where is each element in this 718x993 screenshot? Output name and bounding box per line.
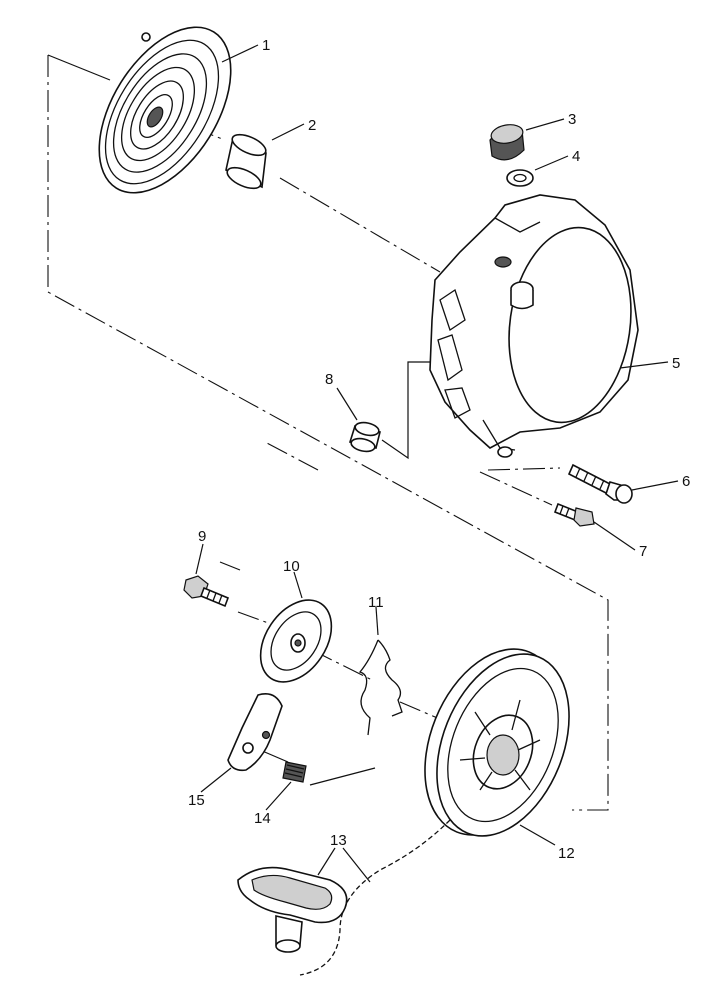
callout-5: 5 — [672, 355, 680, 372]
callout-14: 14 — [254, 810, 271, 827]
callout-8: 8 — [325, 371, 333, 388]
callout-7: 7 — [639, 543, 647, 560]
callout-2: 2 — [308, 117, 316, 134]
screw-part — [183, 575, 230, 608]
recoil-pulley-part — [424, 648, 570, 837]
starter-housing-part — [429, 194, 639, 458]
callout-4: 4 — [572, 148, 580, 165]
callout-1: 1 — [262, 37, 270, 54]
callout-12: 12 — [558, 845, 575, 862]
callout-10: 10 — [283, 558, 300, 575]
short-bolt-part — [553, 502, 595, 527]
leader-lines — [195, 44, 679, 883]
small-spring-part — [282, 761, 307, 783]
callout-9: 9 — [198, 528, 206, 545]
callout-15: 15 — [188, 792, 205, 809]
long-bolt-part — [567, 463, 633, 504]
callout-3: 3 — [568, 111, 576, 128]
spring-clip-part — [358, 639, 403, 736]
small-bushing-part — [348, 421, 381, 453]
pawl-part — [227, 693, 283, 772]
plug-part — [489, 124, 525, 161]
callout-labels: 1 2 3 4 5 6 7 8 9 10 11 12 13 14 15 — [188, 37, 690, 862]
callout-11: 11 — [368, 594, 384, 611]
callout-6: 6 — [682, 473, 690, 490]
bushing-part — [225, 133, 267, 190]
callout-13: 13 — [330, 832, 347, 849]
ratchet-plate-part — [259, 599, 333, 683]
recoil-spring-part — [98, 26, 232, 194]
handle-rope-part — [237, 819, 451, 976]
washer-part — [506, 169, 534, 187]
